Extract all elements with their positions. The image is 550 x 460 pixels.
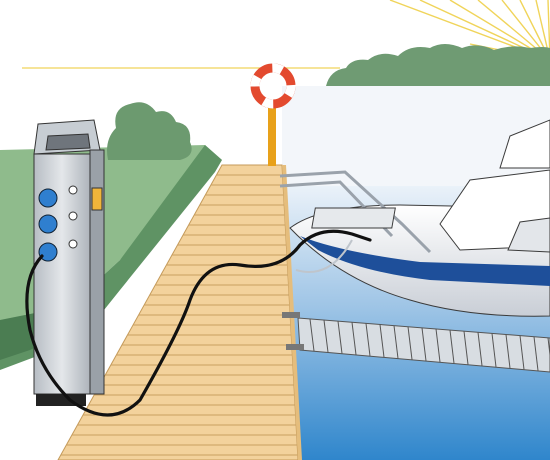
socket-1 <box>38 188 58 208</box>
life-ring-icon <box>250 63 296 109</box>
pier-slat-line <box>351 322 357 355</box>
dock-planks <box>60 174 298 456</box>
pedestal-body <box>33 153 91 395</box>
bank-slope <box>0 145 222 370</box>
pier-slat-line <box>365 323 371 356</box>
socket-2 <box>38 214 58 234</box>
power-pedestal-icon <box>33 119 105 406</box>
pedestal-meter <box>91 187 103 211</box>
pier-cleat-1 <box>282 312 300 318</box>
pier-slat-line <box>309 318 315 352</box>
power-cable-icon <box>25 229 372 417</box>
dock <box>57 164 299 460</box>
boat-windshield <box>499 119 550 169</box>
pedestal-cap-window <box>45 133 91 151</box>
pier-slat-line <box>547 337 550 360</box>
far-treeline <box>326 44 550 86</box>
pier-slat-line <box>519 335 525 370</box>
pier-slat-line <box>393 325 399 359</box>
indicator-1 <box>68 185 78 195</box>
pier-slat-line <box>435 328 441 363</box>
water-top <box>282 86 550 186</box>
finger-pier-slats <box>309 318 550 371</box>
boat-window <box>507 217 550 253</box>
pier-slat-line <box>323 320 329 353</box>
indicator-3 <box>68 239 78 249</box>
pier-slat-line <box>491 333 497 367</box>
boat-icon <box>279 119 550 317</box>
bow-rail <box>279 170 432 254</box>
pier-slat-line <box>505 334 511 369</box>
pier-slat-line <box>477 332 483 366</box>
pier-slat-line <box>463 331 469 365</box>
boat-hatch <box>311 207 396 229</box>
pier-slat-line <box>407 326 413 360</box>
bush <box>107 102 192 160</box>
pier-slat-line <box>421 327 427 361</box>
pier-slat-line <box>533 336 539 371</box>
ring-pole <box>268 100 276 166</box>
indicator-2 <box>68 211 78 221</box>
pier-slat-line <box>379 324 385 358</box>
pier-slat-line <box>337 321 343 354</box>
pier-cleat-2 <box>286 344 304 350</box>
pedestal-side <box>89 149 105 395</box>
shore-line <box>295 239 353 273</box>
boat-stripe <box>300 236 550 286</box>
pier-slat-line <box>449 330 455 364</box>
